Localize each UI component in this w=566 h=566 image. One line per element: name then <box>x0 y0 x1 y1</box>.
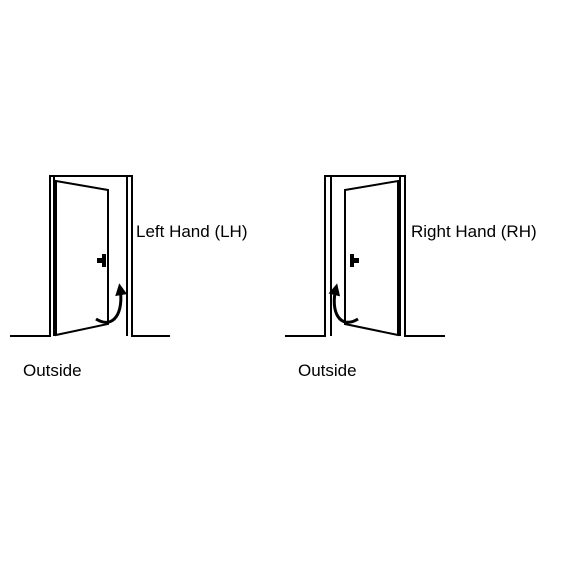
right-door-handle-icon <box>350 254 359 267</box>
right-door-leaf <box>344 179 399 337</box>
left-swing-arrow <box>95 283 128 324</box>
right-swing-arrow <box>328 283 359 324</box>
right-hand-door-figure <box>285 175 445 337</box>
right-outside-label: Outside <box>298 361 357 380</box>
left-door-handle-icon <box>97 254 106 267</box>
right-wall-line <box>285 175 445 337</box>
left-hand-label: Left Hand (LH) <box>136 222 248 241</box>
left-hand-door-figure <box>10 175 170 337</box>
left-wall-line <box>10 175 170 337</box>
right-hand-label: Right Hand (RH) <box>411 222 537 241</box>
left-door-leaf <box>55 179 109 337</box>
left-outside-label: Outside <box>23 361 82 380</box>
